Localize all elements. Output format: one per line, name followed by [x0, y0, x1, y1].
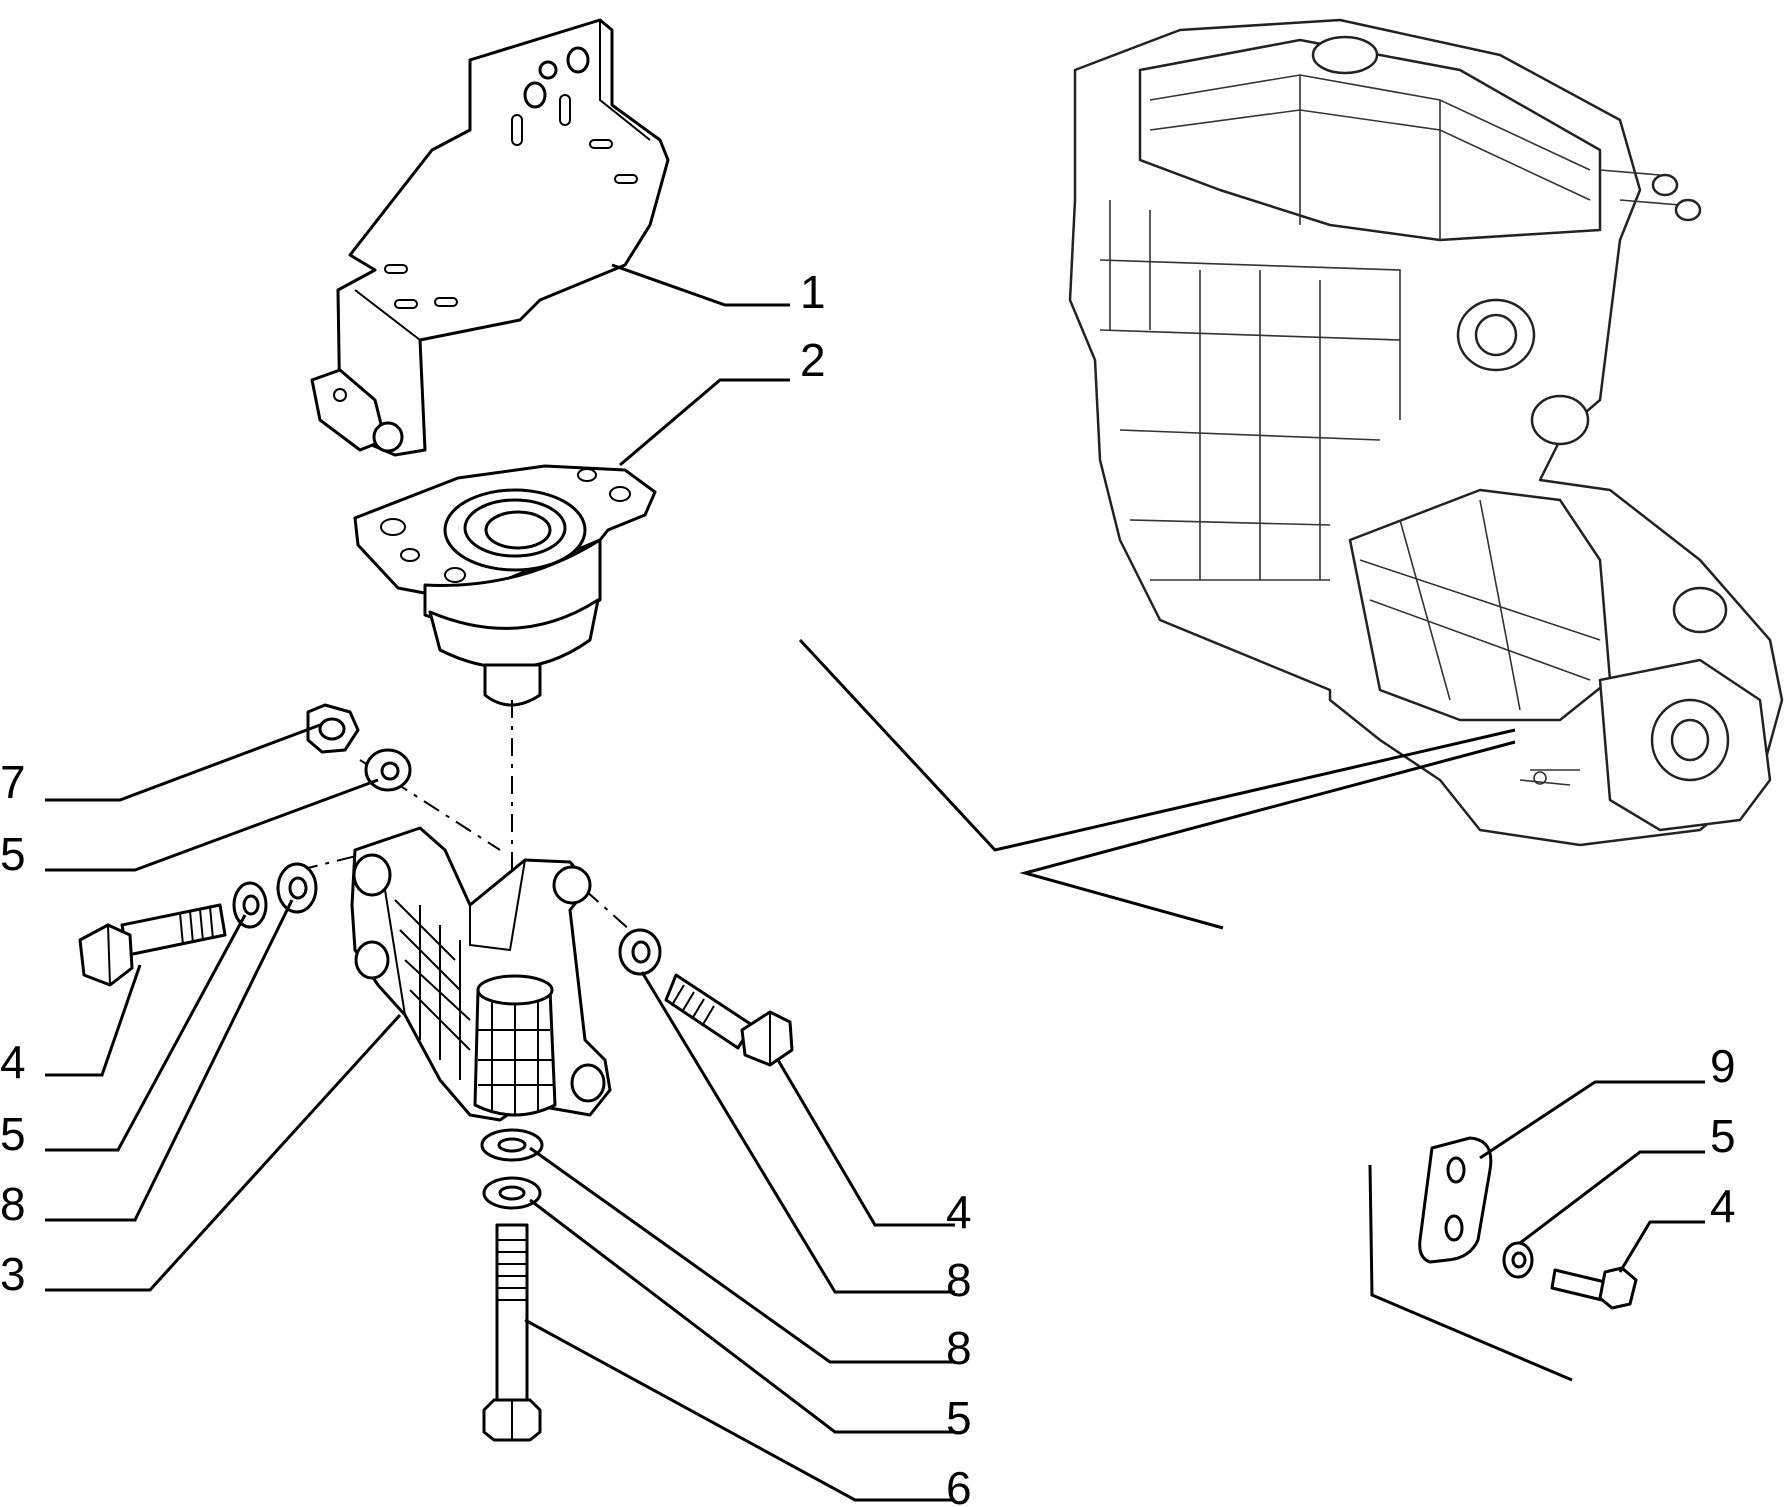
callout-5: 5 [946, 1392, 972, 1444]
callout-7: 7 [0, 756, 26, 808]
part-4-bolt-left [78, 903, 227, 987]
part-9-plate [1418, 1136, 1493, 1264]
callout-5: 5 [0, 1108, 26, 1160]
part-8-washer-bottom [480, 1128, 544, 1162]
part-5-washer-left [232, 881, 268, 929]
assembly-axis [299, 854, 361, 871]
part-7-nut [306, 703, 360, 754]
part-5-washer-small [1502, 1241, 1534, 1279]
part-2-rubber-mount [353, 464, 657, 707]
callout-8: 8 [946, 1254, 972, 1306]
callout-8: 8 [0, 1178, 26, 1230]
engine-gearbox-illustration [1068, 18, 1784, 847]
part-5-washer-upper [364, 748, 412, 792]
assembly-axis [584, 889, 631, 931]
part-8-washer-right [618, 928, 662, 976]
part-3-support-bracket [350, 826, 612, 1122]
connector-line [798, 638, 1516, 852]
part-1-bracket [310, 18, 670, 457]
part-4-bolt-right [664, 973, 794, 1067]
callout-5: 5 [0, 828, 26, 880]
callout-8: 8 [946, 1322, 972, 1374]
part-5-washer-bottom [482, 1176, 542, 1210]
callout-1: 1 [800, 266, 826, 318]
callout-2: 2 [800, 334, 826, 386]
callout-6: 6 [946, 1462, 972, 1507]
leader-lines [45, 263, 1705, 1502]
connector-line [1368, 1164, 1573, 1382]
part-8-washer-left [276, 862, 318, 914]
part-4-bolt-small [1550, 1266, 1638, 1310]
part-6-long-bolt [482, 1223, 542, 1442]
connector-line [1019, 740, 1516, 930]
callout-4: 4 [946, 1186, 972, 1238]
callout-3: 3 [0, 1248, 26, 1300]
callout-9: 9 [1710, 1040, 1736, 1092]
callout-5: 5 [1710, 1110, 1736, 1162]
callout-4: 4 [0, 1036, 26, 1088]
callout-4: 4 [1710, 1180, 1736, 1232]
